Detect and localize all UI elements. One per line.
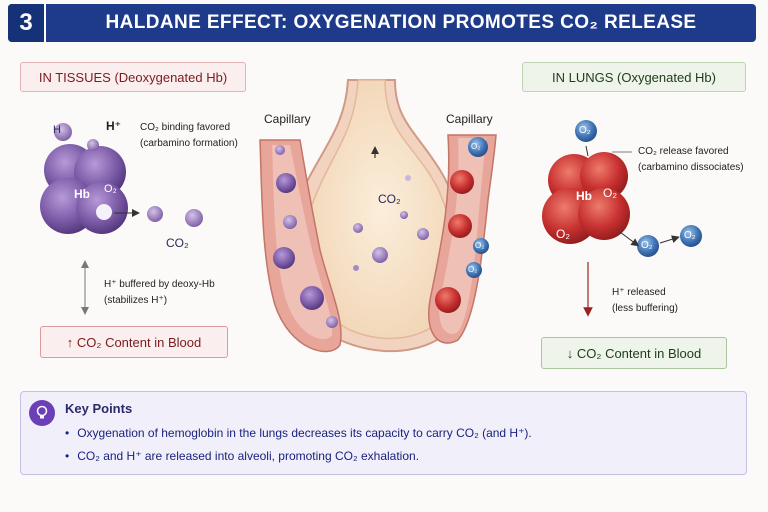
h-plus-label: H⁺ [106,119,121,133]
key-points-list: Oxygenation of hemoglobin in the lungs d… [65,426,532,472]
key-points-panel: Key Points Oxygenation of hemoglobin in … [20,391,747,475]
binding-line-2: (carbamino formation) [140,138,238,149]
o2-free-label: O₂ [684,230,696,241]
key-point-item: CO₂ and H⁺ are released into alveoli, pr… [65,449,532,463]
o2-top-label: O₂ [579,125,591,136]
o2-on-hb-label: O₂ [603,186,617,200]
capillary-o2-label: O₂ [468,265,478,274]
h-label: H [53,124,61,136]
co2-increase-box: ↑ CO₂ Content in Blood [40,326,228,358]
lungs-heading: IN LUNGS (Oxygenated Hb) [522,62,746,92]
tissues-heading: IN TISSUES (Deoxygenated Hb) [20,62,246,92]
h-released-line-2: (less buffering) [612,303,678,314]
deoxy-hemoglobin [40,144,128,234]
o2-molecule [680,225,702,247]
title-banner: 3 HALDANE EFFECT: OXYGENATION PROMOTES C… [8,4,756,42]
key-points-title: Key Points [65,401,133,416]
alveolus-co2-label: CO₂ [378,192,401,206]
buffer-line-1: H⁺ buffered by deoxy-Hb [104,279,215,290]
step-number: 3 [8,4,46,42]
key-point-item: Oxygenation of hemoglobin in the lungs d… [65,426,532,440]
page-title: HALDANE EFFECT: OXYGENATION PROMOTES CO₂… [105,12,697,33]
capillary-o2-label: O₂ [471,142,481,151]
small-molecule [87,139,99,151]
buffer-line-2: (stabilizes H⁺) [104,295,168,306]
co2-label: CO₂ [166,236,189,250]
capillary-label-left: Capillary [264,112,311,126]
co2-molecule [185,209,203,227]
h-released-line-1: H⁺ released [612,287,666,298]
o2-molecule [637,235,659,257]
hb-label: Hb [576,189,592,203]
h-ion-molecule [54,123,72,141]
binding-line-1: CO₂ binding favored [140,122,231,133]
co2-decrease-box: ↓ CO₂ Content in Blood [541,337,727,369]
capillary-label-right: Capillary [446,112,493,126]
left-capillary [259,139,342,353]
right-capillary [428,134,497,344]
o2-label: O₂ [104,183,117,195]
lightbulb-icon [29,400,55,426]
o2-on-hb-label: O₂ [556,227,570,241]
oxy-hemoglobin [542,152,630,244]
capillary-o2-label: O₂ [475,241,485,250]
release-line-1: CO₂ release favored [638,146,729,157]
o2-free-label: O₂ [641,240,653,251]
co2-molecule [147,206,163,222]
hb-label: Hb [74,187,90,201]
o2-molecule [575,120,597,142]
release-line-2: (carbamino dissociates) [638,162,744,173]
